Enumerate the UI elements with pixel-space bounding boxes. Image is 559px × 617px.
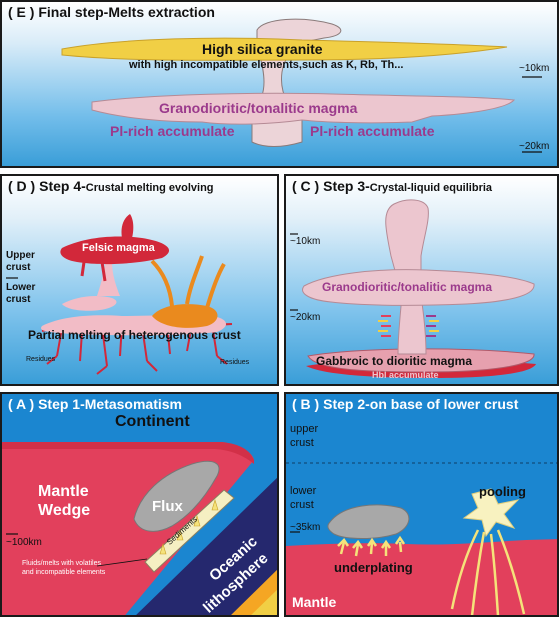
mantle-b bbox=[286, 539, 557, 615]
depth-100km-label: ~100km bbox=[6, 537, 42, 548]
mantle-label: Mantle bbox=[38, 483, 89, 500]
panel-d: ( D ) Step 4-Crustal melting evolving Up… bbox=[0, 174, 279, 386]
fluids-label-2: and incompatible elements bbox=[22, 569, 106, 576]
exchange-arrows bbox=[378, 315, 439, 337]
fluids-label-1: Fluids/melts with volatiles bbox=[22, 560, 101, 567]
underplating-label: underplating bbox=[334, 560, 413, 575]
felsic-magma-body bbox=[60, 236, 170, 265]
residues-left-label: Residues bbox=[26, 356, 56, 363]
depth-20km-label-c: ~20km bbox=[290, 312, 321, 323]
fluids-leader bbox=[96, 558, 148, 567]
magma-sill bbox=[91, 92, 516, 125]
felsic-magma-label: Felsic magma bbox=[82, 242, 155, 254]
panel-d-title-a: ( D ) Step 4- bbox=[8, 178, 86, 194]
panel-d-graphic bbox=[6, 214, 233, 375]
upper-crust-label: Upper crust bbox=[6, 250, 35, 273]
panel-c-graphic bbox=[290, 199, 536, 378]
panel-b-title: ( B ) Step 2-on base of lower crust bbox=[292, 396, 519, 412]
panel-e-graphic bbox=[61, 18, 542, 153]
accum-right-label: Pl-rich accumulate bbox=[310, 123, 435, 139]
accum-left-label: Pl-rich accumulate bbox=[110, 123, 235, 139]
upper-crust-label-b: upper crust bbox=[290, 423, 319, 449]
panel-b-graphic bbox=[286, 462, 557, 615]
mantle-label-b: Mantle bbox=[292, 594, 337, 610]
panel-e-title: ( E ) Final step-Melts extraction bbox=[8, 4, 215, 20]
fluid-arrows bbox=[159, 498, 219, 555]
flux-label: Flux bbox=[152, 498, 183, 515]
residues-right-label: Residues bbox=[220, 359, 250, 366]
flux-body bbox=[133, 460, 220, 532]
granite-label: High silica granite bbox=[202, 41, 323, 57]
continent-base bbox=[2, 442, 254, 464]
partial-melting-label: Partial melting of heterogenous crust bbox=[28, 328, 241, 342]
lower-crust-label: Lower crust bbox=[6, 282, 36, 305]
panel-c: ( C ) Step 3-Crystal-liquid equilibria ~… bbox=[284, 174, 559, 386]
panel-a-graphic bbox=[2, 442, 277, 615]
gabbroic-label: Gabbroic to dioritic magma bbox=[316, 354, 473, 368]
panel-c-title-a: ( C ) Step 3- bbox=[292, 178, 370, 194]
orange-magma-body bbox=[152, 304, 218, 328]
granodioritic-label-c: Granodioritic/tonalitic magma bbox=[322, 280, 493, 294]
depth-10km-label: ~10km bbox=[519, 63, 550, 74]
pooling-body bbox=[462, 488, 520, 538]
pooling-feeders bbox=[450, 529, 526, 615]
depth-35km-label: ~35km bbox=[290, 522, 321, 533]
panel-c-title-b: Crystal-liquid equilibria bbox=[369, 182, 493, 194]
panel-c-title: ( C ) Step 3-Crystal-liquid equilibria bbox=[292, 178, 492, 196]
pooling-label: pooling bbox=[479, 484, 526, 499]
orange-feeders bbox=[150, 255, 226, 309]
hbl-label: Hbl accumulate bbox=[372, 370, 439, 380]
panel-a-title: ( A ) Step 1-Metasomatism bbox=[8, 396, 182, 412]
lower-crust-label-b: lower crust bbox=[290, 485, 317, 511]
underplating-arrows bbox=[337, 535, 406, 557]
wedge-label: Wedge bbox=[38, 502, 91, 519]
granite-sill bbox=[61, 37, 508, 61]
magma-label: Granodioritic/tonalitic magma bbox=[159, 100, 358, 116]
panel-d-title: ( D ) Step 4-Crustal melting evolving bbox=[8, 178, 214, 196]
panel-e: ( E ) Final step-Melts extraction High s… bbox=[0, 0, 559, 168]
depth-20km-label: ~20km bbox=[519, 141, 550, 152]
pink-column bbox=[97, 261, 120, 296]
depth-10km-label-c: ~10km bbox=[290, 236, 321, 247]
granodioritic-lens bbox=[302, 269, 535, 306]
panel-a: ( A ) Step 1-Metasomatism Continent Mant… bbox=[0, 392, 279, 617]
underplate-body bbox=[327, 504, 410, 539]
granite-sub-label: with high incompatible elements,such as … bbox=[129, 59, 404, 71]
sediments-band bbox=[144, 489, 235, 573]
partial-melt-mid bbox=[62, 296, 117, 311]
continent-label: Continent bbox=[115, 413, 190, 430]
felsic-plume bbox=[121, 214, 134, 238]
panel-d-title-b: Crustal melting evolving bbox=[85, 182, 214, 194]
gabbroic-magma-body bbox=[307, 348, 535, 373]
panel-b: ( B ) Step 2-on base of lower crust uppe… bbox=[284, 392, 559, 617]
